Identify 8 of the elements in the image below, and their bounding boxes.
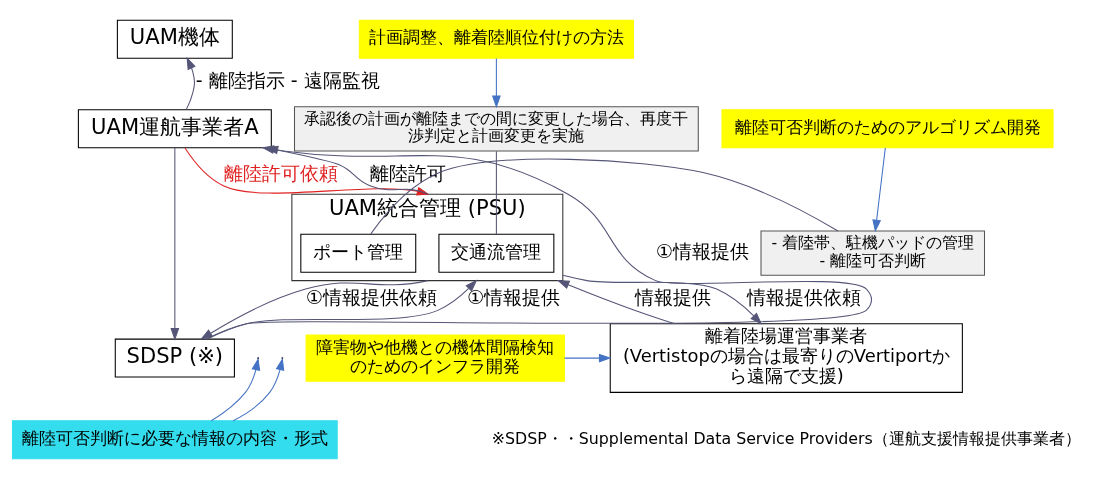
edge-label: ①情報提供 — [655, 239, 749, 262]
edge-label: ①情報提供 — [467, 286, 561, 309]
edge-label: - 離陸指示 - 遠隔監視 — [195, 69, 380, 92]
label: ※SDSP・・Supplemental Data Service Providers（運航支援情報提供事業者） — [491, 428, 1081, 448]
edge-label: 離陸許可依頼 — [223, 161, 338, 184]
edge-label: ①情報提供依頼 — [305, 286, 437, 309]
edge-label: 情報提供 — [634, 286, 711, 309]
edge-label: 情報提供依頼 — [746, 286, 861, 309]
